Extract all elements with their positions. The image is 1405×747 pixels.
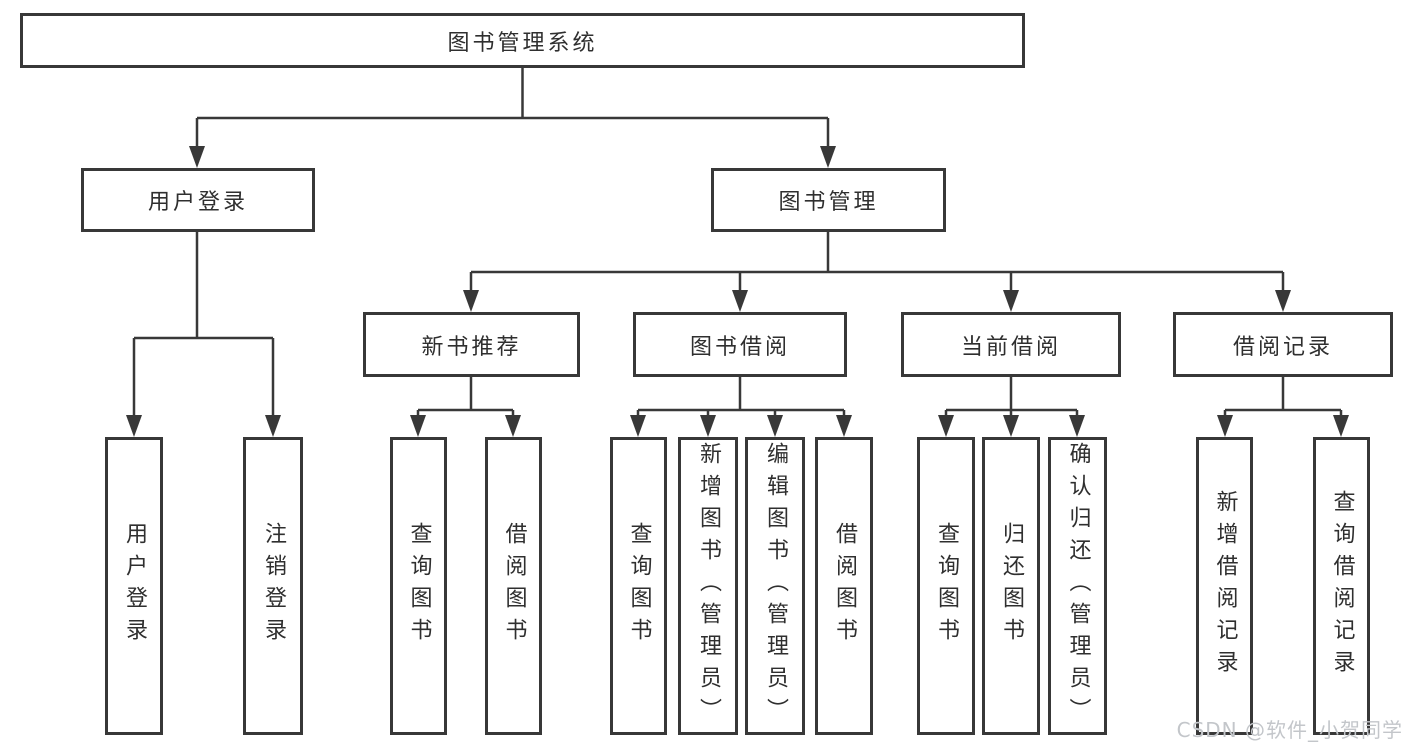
leaf-query-books-recommend: 查询图书: [390, 437, 447, 735]
leaf-borrow-books-borrowing: 借阅图书: [815, 437, 873, 735]
leaf-query-books-current: 查询图书: [917, 437, 975, 735]
leaf-edit-book-admin: 编辑图书（管理员）: [745, 437, 805, 735]
node-current-borrowing-label: 当前借阅: [960, 334, 1061, 360]
node-book-borrowing-label: 图书借阅: [689, 334, 790, 360]
node-new-book-recommend: 新书推荐: [363, 312, 580, 377]
node-new-book-recommend-label: 新书推荐: [421, 334, 522, 360]
leaf-confirm-return-admin: 确认归还（管理员）: [1048, 437, 1107, 735]
node-borrowing-records-label: 借阅记录: [1232, 334, 1333, 360]
leaf-query-borrow-record: 查询借阅记录: [1313, 437, 1370, 735]
node-root: 图书管理系统: [20, 13, 1025, 68]
node-current-borrowing: 当前借阅: [901, 312, 1121, 377]
leaf-query-books-borrowing: 查询图书: [610, 437, 667, 735]
node-borrowing-records: 借阅记录: [1173, 312, 1393, 377]
watermark: CSDN @软件_小贺同学: [1176, 718, 1403, 742]
leaf-add-borrow-record: 新增借阅记录: [1196, 437, 1253, 735]
node-book-borrowing: 图书借阅: [633, 312, 847, 377]
node-book-management: 图书管理: [711, 168, 946, 232]
node-root-label: 图书管理系统: [447, 30, 598, 56]
leaf-add-book-admin: 新增图书（管理员）: [678, 437, 738, 735]
arrowhead-icons: [126, 146, 1349, 437]
node-user-login-label: 用户登录: [147, 190, 248, 215]
node-book-management-label: 图书管理: [778, 190, 879, 215]
leaf-logout: 注销登录: [243, 437, 303, 735]
leaf-return-book: 归还图书: [982, 437, 1040, 735]
node-user-login: 用户登录: [81, 168, 315, 232]
leaf-user-login: 用户登录: [105, 437, 163, 735]
leaf-borrow-books-recommend: 借阅图书: [485, 437, 542, 735]
